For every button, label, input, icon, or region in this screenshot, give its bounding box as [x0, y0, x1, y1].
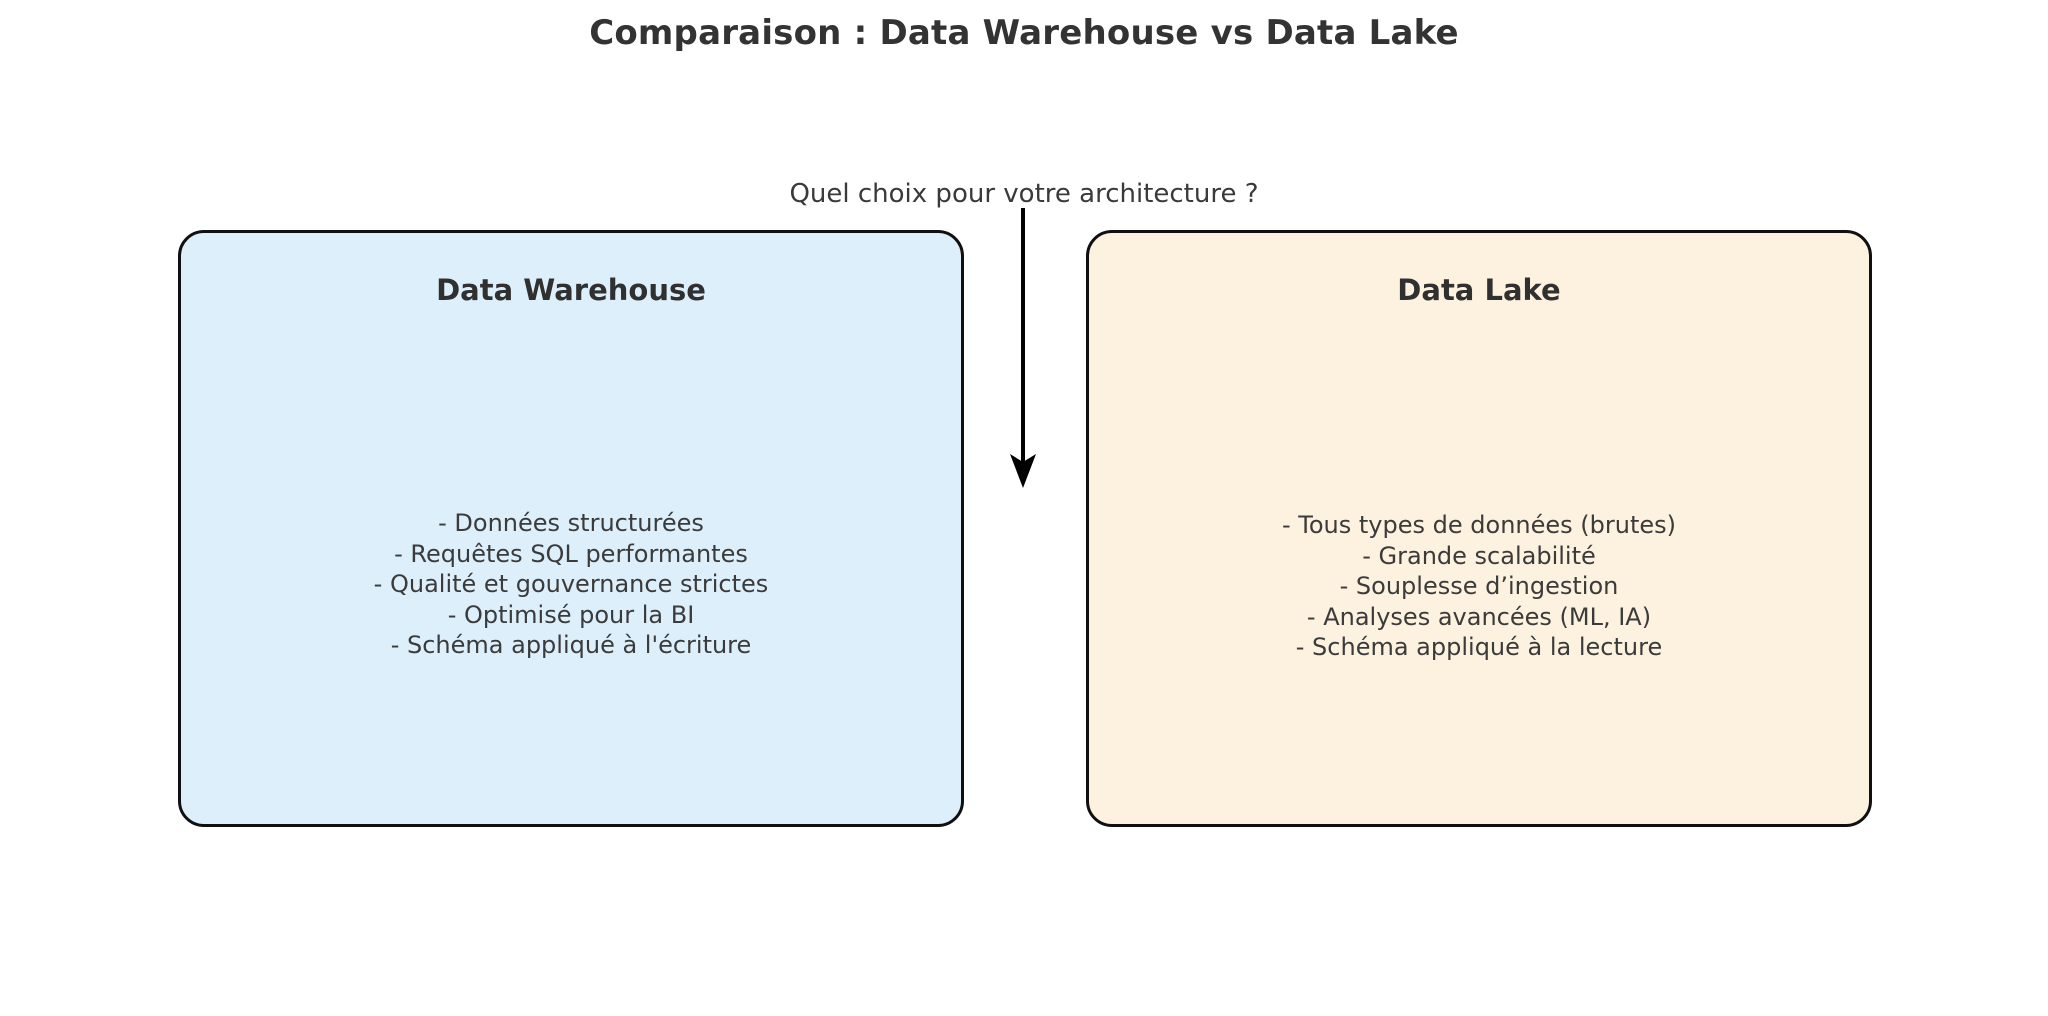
arrow-down-svg [1010, 208, 1036, 488]
card-data-warehouse[interactable]: Data Warehouse - Données structurées - R… [178, 230, 964, 827]
list-item: - Qualité et gouvernance strictes [373, 570, 769, 598]
list-item: - Schéma appliqué à l'écriture [390, 631, 752, 659]
connector-question-label: Quel choix pour votre architecture ? [789, 179, 1259, 209]
page-title: Comparaison : Data Warehouse vs Data Lak… [589, 13, 1459, 53]
list-item: - Schéma appliqué à la lecture [1295, 633, 1663, 661]
list-item: - Souplesse d’ingestion [1339, 572, 1619, 600]
list-item: - Grande scalabilité [1362, 541, 1596, 570]
card-body-data-warehouse: - Données structurées - Requêtes SQL per… [181, 508, 961, 661]
card-title-data-lake: Data Lake [1397, 273, 1561, 307]
card-data-lake[interactable]: Data Lake - Tous types de données (brute… [1086, 230, 1872, 827]
list-item: - Optimisé pour la BI [447, 600, 695, 629]
arrow-down-icon [991, 208, 1055, 490]
list-item: - Analyses avancées (ML, IA) [1306, 602, 1652, 631]
list-item: - Requêtes SQL performantes [394, 539, 748, 568]
card-title-data-warehouse: Data Warehouse [436, 273, 706, 307]
list-item: - Tous types de données (brutes) [1282, 511, 1676, 539]
list-item: - Données structurées [438, 509, 704, 537]
card-body-data-lake: - Tous types de données (brutes) - Grand… [1089, 510, 1869, 663]
